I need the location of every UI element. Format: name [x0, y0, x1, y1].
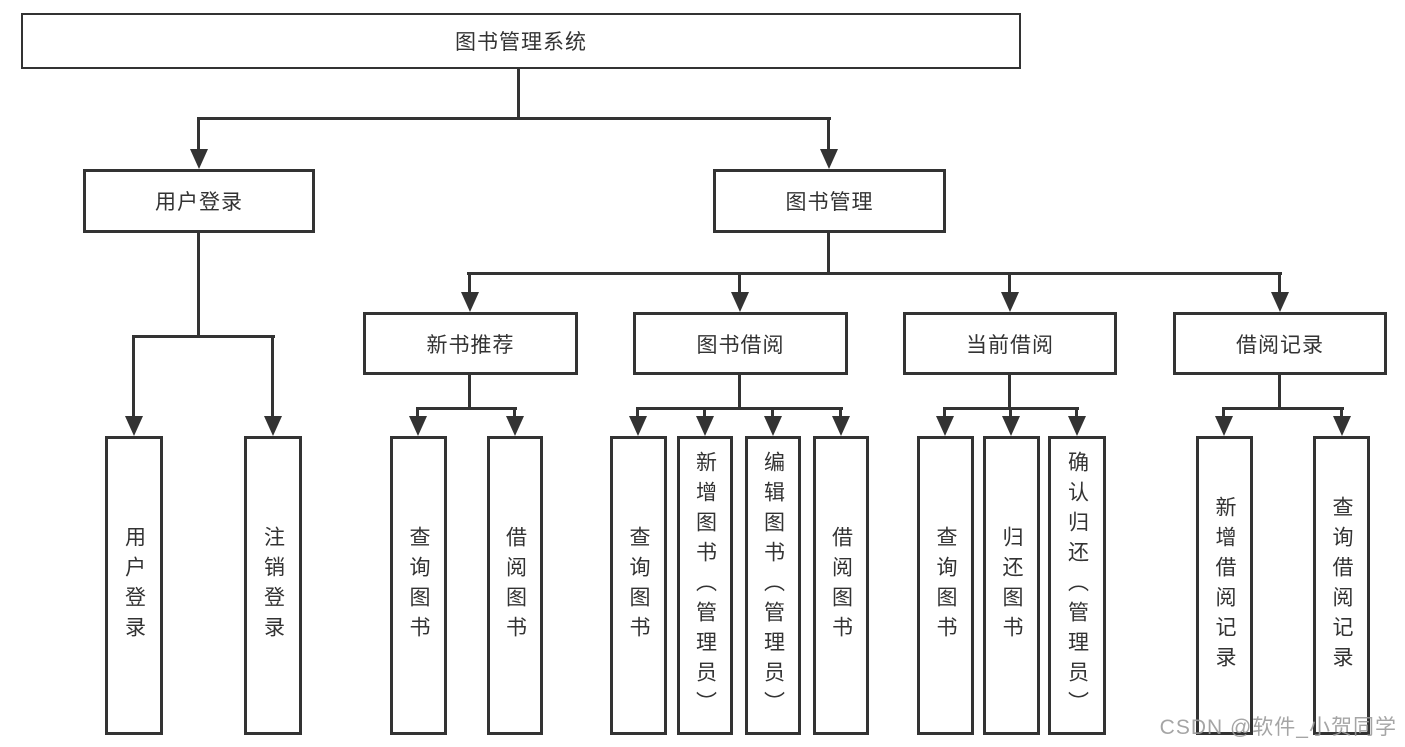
connector-to-bb-edit-books [771, 407, 774, 418]
node-user-login-label: 用户登录 [155, 191, 243, 214]
connector-new-book-recommend-hbar [416, 407, 517, 410]
leaf-rec-borrow-books-label: 借阅图书 [503, 525, 527, 646]
arrowhead-icon [1215, 416, 1233, 436]
connector-root-to-user-login [197, 117, 200, 151]
leaf-br-query-record: 查询借阅记录 [1313, 436, 1370, 735]
arrowhead-icon [1271, 292, 1289, 312]
leaf-logout-label: 注销登录 [261, 525, 285, 646]
connector-to-new-book-recommend [468, 272, 471, 294]
connector-to-rec-query-books [416, 407, 419, 418]
leaf-cb-query-books-label: 查询图书 [934, 525, 957, 646]
arrowhead-icon [731, 292, 749, 312]
arrowhead-icon [696, 416, 714, 436]
arrowhead-icon [764, 416, 782, 436]
leaf-cb-return-books-label: 归还图书 [1000, 525, 1023, 646]
arrowhead-icon [1002, 416, 1020, 436]
connector-to-current-borrow [1008, 272, 1011, 294]
connector-current-borrow-drop [1008, 375, 1011, 407]
node-borrow-records-label: 借阅记录 [1236, 333, 1324, 357]
node-user-login: 用户登录 [83, 169, 315, 233]
leaf-br-add-record-label: 新增借阅记录 [1213, 495, 1236, 676]
arrowhead-icon [629, 416, 647, 436]
leaf-rec-borrow-books: 借阅图书 [487, 436, 543, 735]
arrowhead-icon [190, 149, 208, 169]
arrowhead-icon [1333, 416, 1351, 436]
connector-to-cb-confirm-return [1075, 407, 1078, 418]
connector-to-book-borrow [738, 272, 741, 294]
leaf-bb-borrow-books: 借阅图书 [813, 436, 869, 735]
arrowhead-icon [1068, 416, 1086, 436]
connector-book-management-drop [827, 233, 830, 272]
node-book-management: 图书管理 [713, 169, 946, 233]
connector-to-cb-query-books [943, 407, 946, 418]
connector-book-borrow-hbar [636, 407, 843, 410]
leaf-cb-confirm-return-admin: 确认归还（管理员） [1048, 436, 1106, 735]
arrowhead-icon [125, 416, 143, 436]
node-root-label: 图书管理系统 [455, 31, 587, 54]
node-book-borrow: 图书借阅 [633, 312, 848, 375]
connector-root-drop [517, 69, 520, 117]
leaf-br-add-record: 新增借阅记录 [1196, 436, 1253, 735]
leaf-bb-edit-books-admin-label: 编辑图书（管理员） [761, 450, 785, 721]
node-current-borrow: 当前借阅 [903, 312, 1117, 375]
leaf-bb-query-books-label: 查询图书 [627, 525, 650, 646]
csdn-watermark: CSDN @软件_小贺同学 [1159, 716, 1397, 739]
connector-new-book-recommend-drop [468, 375, 471, 407]
leaf-cb-query-books: 查询图书 [917, 436, 974, 735]
connector-to-bb-add-books [703, 407, 706, 418]
leaf-user-login: 用户登录 [105, 436, 163, 735]
node-borrow-records: 借阅记录 [1173, 312, 1387, 375]
connector-to-leaf-logout [271, 335, 274, 418]
arrowhead-icon [1001, 292, 1019, 312]
connector-borrow-records-hbar [1222, 407, 1344, 410]
connector-borrow-records-drop [1278, 375, 1281, 407]
connector-user-login-hbar [132, 335, 275, 338]
connector-to-br-add-record [1222, 407, 1225, 418]
leaf-bb-borrow-books-label: 借阅图书 [829, 525, 853, 646]
connector-user-login-drop [197, 233, 200, 335]
arrowhead-icon [820, 149, 838, 169]
leaf-user-login-label: 用户登录 [122, 525, 146, 646]
connector-root-hbar [197, 117, 831, 120]
arrowhead-icon [264, 416, 282, 436]
leaf-br-query-record-label: 查询借阅记录 [1330, 495, 1353, 676]
leaf-cb-return-books: 归还图书 [983, 436, 1040, 735]
connector-book-management-hbar [467, 272, 1282, 275]
node-new-book-recommend: 新书推荐 [363, 312, 578, 375]
arrowhead-icon [461, 292, 479, 312]
arrowhead-icon [409, 416, 427, 436]
leaf-bb-add-books-admin: 新增图书（管理员） [677, 436, 733, 735]
leaf-rec-query-books: 查询图书 [390, 436, 447, 735]
leaf-bb-edit-books-admin: 编辑图书（管理员） [745, 436, 801, 735]
connector-to-leaf-user-login [132, 335, 135, 418]
connector-to-bb-borrow-books [839, 407, 842, 418]
connector-to-rec-borrow-books [513, 407, 516, 418]
leaf-bb-add-books-admin-label: 新增图书（管理员） [693, 450, 717, 721]
node-root: 图书管理系统 [21, 13, 1021, 69]
leaf-rec-query-books-label: 查询图书 [407, 525, 430, 646]
leaf-logout: 注销登录 [244, 436, 302, 735]
leaf-bb-query-books: 查询图书 [610, 436, 667, 735]
leaf-cb-confirm-return-admin-label: 确认归还（管理员） [1065, 450, 1089, 721]
arrowhead-icon [832, 416, 850, 436]
connector-root-to-book-management [827, 117, 830, 151]
connector-to-br-query-record [1340, 407, 1343, 418]
connector-to-cb-return-books [1009, 407, 1012, 418]
node-current-borrow-label: 当前借阅 [966, 333, 1054, 357]
arrowhead-icon [936, 416, 954, 436]
connector-to-bb-query-books [636, 407, 639, 418]
node-book-borrow-label: 图书借阅 [696, 333, 785, 357]
node-book-management-label: 图书管理 [785, 191, 874, 214]
connector-book-borrow-drop [738, 375, 741, 407]
node-new-book-recommend-label: 新书推荐 [426, 333, 515, 357]
arrowhead-icon [506, 416, 524, 436]
connector-to-borrow-records [1278, 272, 1281, 294]
